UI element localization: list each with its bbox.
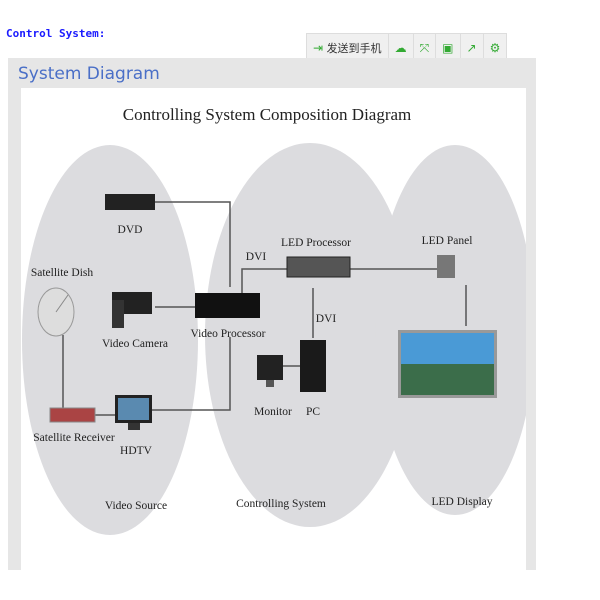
gear-icon: ⚙ (489, 41, 501, 55)
panel-title: System Diagram (18, 64, 160, 84)
label-led-panel: LED Panel (422, 235, 473, 247)
video-camera-icon (112, 292, 152, 328)
label-dvi-1: DVI (246, 251, 267, 263)
pc-icon (300, 340, 326, 392)
diagram-container: Controlling System Composition Diagram D… (21, 88, 535, 570)
share-button[interactable]: ↗ (461, 34, 484, 62)
group-controlling-system: Controlling System (236, 498, 326, 510)
save-button[interactable]: ▣ (436, 34, 461, 62)
save-icon: ▣ (442, 41, 454, 55)
label-dvi-2: DVI (316, 313, 337, 325)
connection-lines (62, 201, 467, 416)
label-dvd: DVD (118, 224, 143, 236)
label-pc: PC (306, 406, 320, 418)
led-processor-icon (286, 256, 351, 278)
send-to-phone-label: 发送到手机 (326, 42, 382, 55)
monitor-icon (257, 355, 283, 387)
label-led-processor: LED Processor (281, 237, 351, 249)
send-icon: ⇥ (313, 41, 324, 55)
group-video-source: Video Source (105, 500, 167, 512)
page-title: Control System: (6, 27, 106, 40)
video-processor-icon (195, 293, 260, 318)
label-video-processor: Video Processor (190, 328, 265, 340)
satellite-dish-icon (37, 287, 75, 337)
fullscreen-button[interactable]: ⤧ (414, 34, 437, 62)
led-display-icon (398, 330, 497, 398)
cloud-icon: ☁ (394, 41, 407, 55)
label-video-camera: Video Camera (102, 338, 168, 350)
label-satellite-dish: Satellite Dish (31, 267, 94, 279)
video-source-area (22, 145, 198, 535)
controlling-system-area (205, 143, 415, 527)
settings-button[interactable]: ⚙ (484, 34, 507, 62)
satellite-receiver-icon (49, 407, 96, 423)
diagram: Controlling System Composition Diagram D… (22, 105, 535, 535)
led-panel-icon (437, 255, 455, 278)
expand-icon: ⤧ (419, 40, 430, 55)
label-hdtv: HDTV (120, 445, 153, 457)
dvd-device-icon (105, 194, 155, 210)
label-satellite-receiver: Satellite Receiver (33, 432, 115, 444)
diagram-title: Controlling System Composition Diagram (123, 105, 412, 124)
hdtv-icon (115, 395, 152, 430)
system-diagram-panel: System Diagram Controlling System Compos… (8, 58, 536, 570)
label-monitor: Monitor (254, 406, 292, 418)
group-led-display: LED Display (431, 496, 492, 508)
send-to-phone-button[interactable]: ⇥ 发送到手机 (307, 34, 389, 62)
share-icon: ↗ (466, 41, 477, 55)
cloud-button[interactable]: ☁ (389, 34, 414, 62)
